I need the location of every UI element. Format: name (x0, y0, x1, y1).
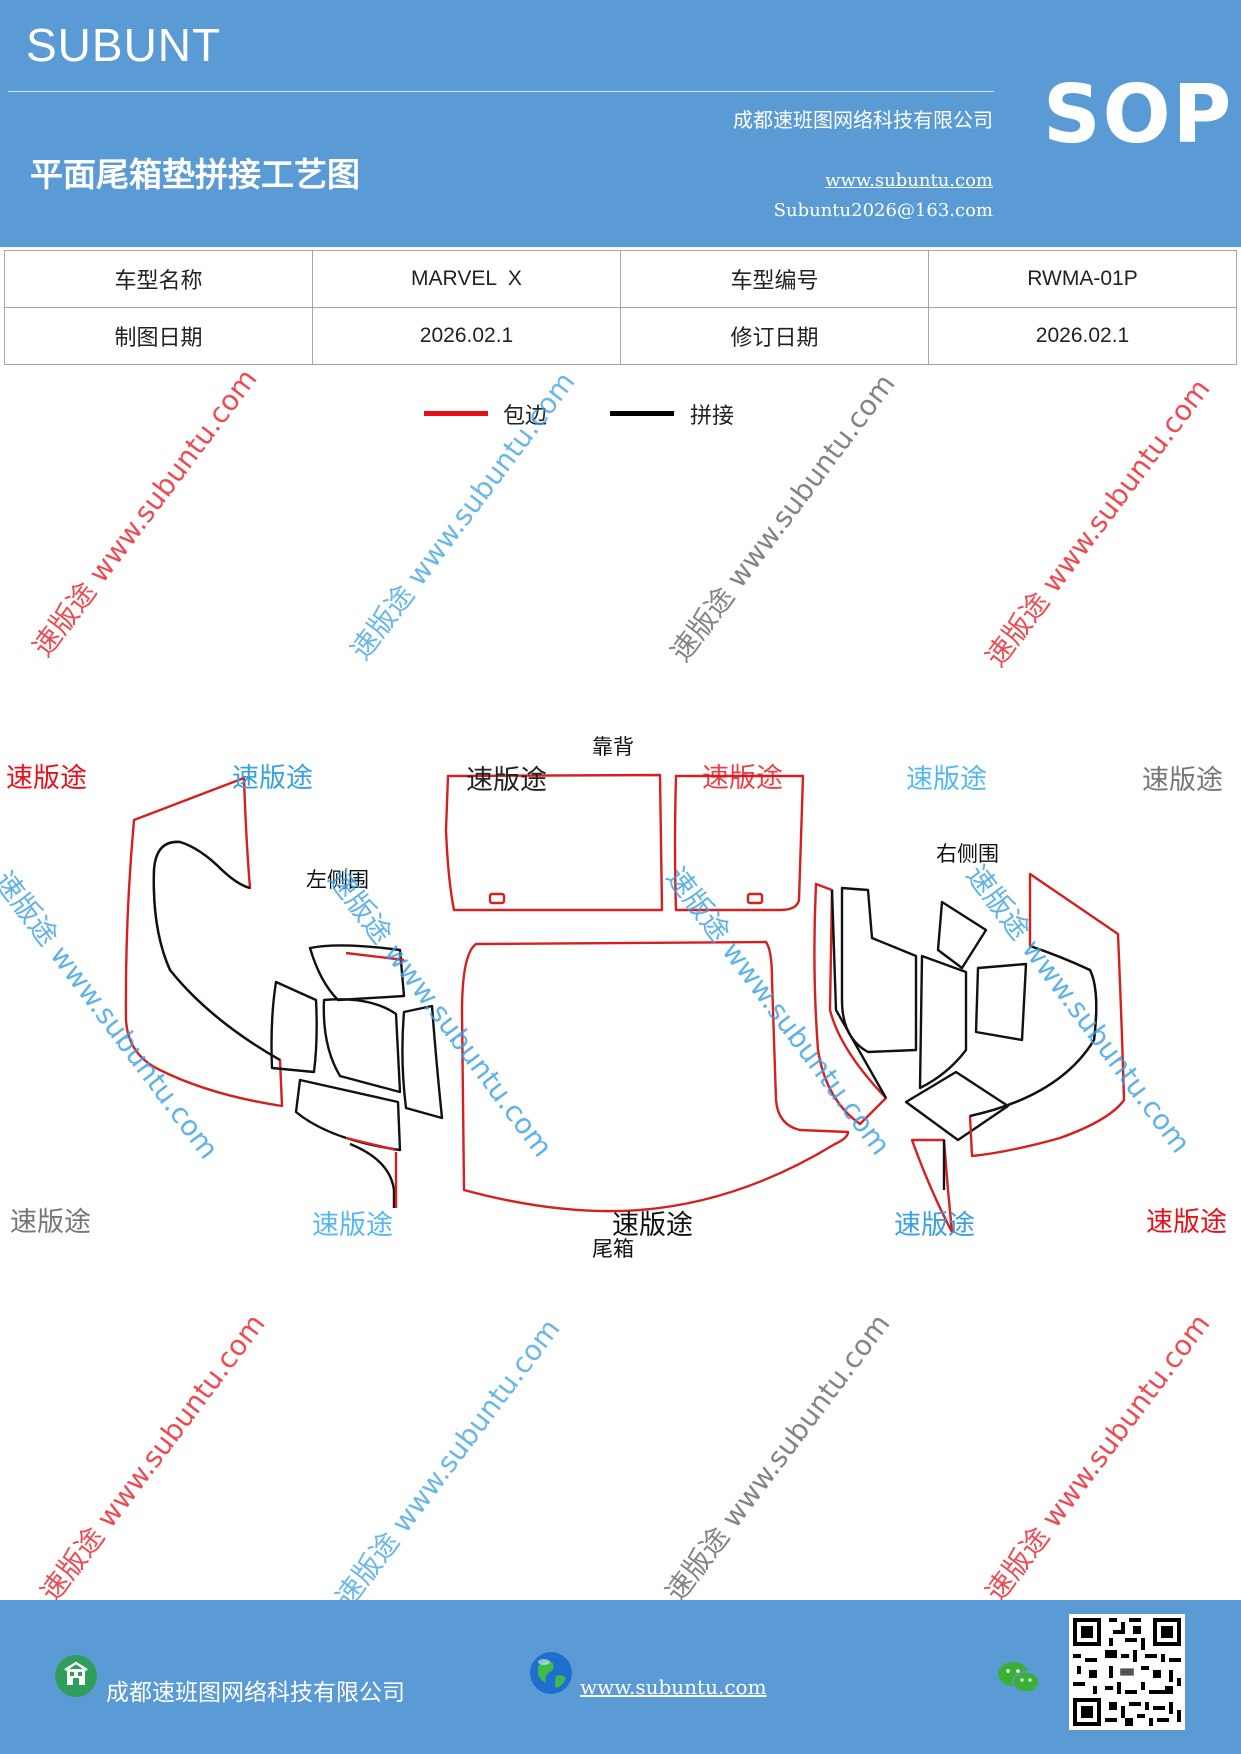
sop-badge: SOP (1043, 68, 1234, 161)
model-code-label: 车型编号 (620, 250, 929, 308)
watermark: 速版途 (894, 1210, 975, 1241)
watermark: 速版途 (1146, 1207, 1227, 1238)
left-piece-bottom-edge (345, 1136, 397, 1152)
footer-company: 成都速班图网络科技有限公司 (106, 1680, 405, 1706)
backrest-right-clip (746, 892, 764, 905)
left-piece-tail (349, 1142, 396, 1208)
wechat-icon[interactable] (996, 1658, 1042, 1698)
left-piece-right (401, 1004, 444, 1120)
right-inner-seam (969, 944, 1098, 1118)
header-banner: SUBUNT 成都速班图网络科技有限公司 平面尾箱垫拼接工艺图 www.subu… (0, 0, 1241, 247)
right-strip-outer (813, 882, 888, 1126)
table-row: 制图日期 2026.02.1 修订日期 2026.02.1 (4, 307, 1237, 365)
draw-date-label: 制图日期 (4, 307, 313, 365)
watermark-diagonal: 速版途 www.subuntu.com (33, 1307, 272, 1608)
left-inner-seam (152, 840, 281, 1062)
trunk-floor-panel (460, 940, 850, 1213)
model-name-label: 车型名称 (4, 250, 313, 308)
backrest-right-panel (673, 774, 805, 912)
watermark: 速版途 (702, 763, 783, 794)
footer-url-link[interactable]: www.subuntu.com (580, 1675, 767, 1699)
label-left-side: 左侧围 (306, 868, 369, 892)
trunk-mat-diagram (124, 773, 1126, 1234)
watermark: 速版途 (232, 763, 313, 794)
model-code-value: RWMA-01P (928, 250, 1237, 308)
watermark-diagonal: 速版途 www.subuntu.com (328, 1312, 567, 1613)
watermark: 速版途 (312, 1210, 393, 1241)
header-url-link[interactable]: www.subuntu.com (825, 170, 993, 191)
table-row: 车型名称 MARVEL X 车型编号 RWMA-01P (4, 250, 1237, 308)
model-name-value: MARVEL X (312, 250, 621, 308)
watermark: 速版途 (10, 1207, 91, 1238)
right-piece-lower (904, 1070, 1010, 1142)
legend: 包边 拼接 (0, 398, 1241, 438)
watermark: 速版途 (612, 1210, 693, 1241)
right-strip-inner (830, 889, 888, 1099)
building-icon (55, 1655, 97, 1697)
globe-icon (530, 1652, 572, 1694)
watermark-diagonal: 速版途 www.subuntu.com (658, 1307, 897, 1608)
label-right-side: 右侧围 (936, 842, 999, 866)
footer-banner: 成都速班图网络科技有限公司 www.subuntu.com (0, 1600, 1241, 1754)
revise-date-value: 2026.02.1 (928, 307, 1237, 365)
left-piece-top (308, 944, 406, 1002)
watermark: 速版途 (466, 765, 547, 796)
left-piece-center (322, 998, 402, 1094)
draw-date-value: 2026.02.1 (312, 307, 621, 365)
backrest-left-panel (444, 773, 664, 912)
legend-label-seam: 拼接 (690, 404, 735, 429)
header-email[interactable]: Subuntu2026@163.com (773, 200, 993, 221)
legend-swatch-seam (610, 411, 674, 416)
legend-label-edge: 包边 (503, 404, 548, 429)
label-backrest: 靠背 (592, 735, 634, 759)
right-piece-mid (918, 954, 968, 1090)
watermark: 速版途 (6, 763, 87, 794)
left-piece-bottom (294, 1078, 402, 1152)
right-piece-tall (840, 886, 918, 1054)
left-piece-left (270, 980, 318, 1074)
watermark-diagonal: 速版途 www.subuntu.com (978, 1307, 1217, 1608)
vehicle-info-table: 车型名称 MARVEL X 车型编号 RWMA-01P 制图日期 2026.02… (4, 250, 1237, 365)
brand-name: SUBUNT (26, 19, 222, 71)
watermark: 速版途 (906, 764, 987, 795)
right-piece-top-diamond (936, 900, 988, 970)
qr-code[interactable] (1069, 1614, 1185, 1730)
revise-date-label: 修订日期 (620, 307, 929, 365)
label-trunk: 尾箱 (592, 1237, 634, 1261)
watermark: 速版途 (1142, 765, 1223, 796)
header-divider (8, 91, 994, 92)
header-company: 成都速班图网络科技有限公司 (733, 108, 993, 132)
left-piece-top-edge (345, 951, 405, 962)
right-piece-right (974, 962, 1028, 1042)
backrest-left-clip (488, 892, 506, 905)
legend-swatch-edge (424, 411, 488, 416)
page-title: 平面尾箱垫拼接工艺图 (30, 155, 360, 194)
right-piece-tail (910, 1138, 954, 1234)
